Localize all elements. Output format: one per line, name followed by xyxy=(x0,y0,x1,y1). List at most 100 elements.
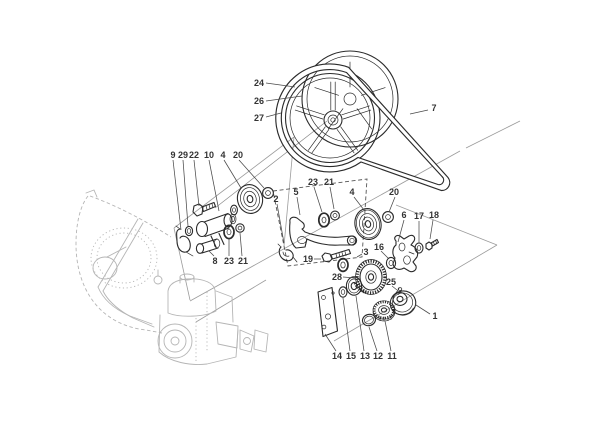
idler-pulley-4-left xyxy=(236,184,264,214)
output-pulley-1 xyxy=(389,290,417,316)
part-label-28: 28 xyxy=(332,272,342,282)
leader-line-5 xyxy=(296,196,301,216)
nut-21-centre xyxy=(330,210,340,221)
part-label-21: 21 xyxy=(324,177,334,187)
leader-line-13 xyxy=(355,295,365,352)
leader-line-4 xyxy=(353,196,365,211)
leader-line-26 xyxy=(265,95,303,102)
crown-gear-28 xyxy=(353,259,387,295)
part-label-27: 27 xyxy=(254,113,264,123)
part-label-26: 26 xyxy=(254,96,264,106)
leader-line-16 xyxy=(380,250,389,259)
part-label-9: 9 xyxy=(170,150,175,160)
washer-small-left xyxy=(230,204,238,216)
washer-15 xyxy=(338,286,348,298)
bolt-18 xyxy=(425,238,440,251)
leader-line-20 xyxy=(238,159,265,189)
tensioner-arm-10 xyxy=(195,212,237,248)
leader-line-11 xyxy=(384,320,392,352)
detail-box xyxy=(272,178,368,267)
part-label-20: 20 xyxy=(389,187,399,197)
centre-parts xyxy=(317,208,440,273)
part-label-4: 4 xyxy=(349,187,354,197)
leader-line-24 xyxy=(265,82,296,88)
idler-pulley-4-right xyxy=(354,208,382,240)
part-label-12: 12 xyxy=(373,351,383,361)
part-label-13: 13 xyxy=(360,351,370,361)
part-label-11: 11 xyxy=(387,351,397,361)
part-label-23: 23 xyxy=(224,256,234,266)
spring-9 xyxy=(176,228,191,253)
part-label-29: 29 xyxy=(178,150,188,160)
part-label-21: 21 xyxy=(238,256,248,266)
snap-ring-12 xyxy=(361,313,377,327)
nut-20-right xyxy=(382,211,394,223)
leader-line-18 xyxy=(429,219,434,240)
part-label-6: 6 xyxy=(401,210,406,220)
leader-line-21 xyxy=(239,232,243,257)
part-label-15: 15 xyxy=(346,351,356,361)
part-label-18: 18 xyxy=(429,210,439,220)
part-label-23: 23 xyxy=(308,177,318,187)
leader-line-1 xyxy=(415,304,431,315)
part-label-8: 8 xyxy=(212,256,217,266)
tensioner-arm-assembly xyxy=(175,184,298,263)
v-belt xyxy=(275,63,451,192)
gear-cluster xyxy=(317,259,417,338)
leader-line-8 xyxy=(208,250,215,257)
part-label-16: 16 xyxy=(374,242,384,252)
leader-line-3 xyxy=(356,253,363,258)
nut-20-left xyxy=(262,187,274,199)
washer-17 xyxy=(414,242,424,254)
leader-line-23 xyxy=(313,186,323,213)
leader-line-20 xyxy=(388,196,396,213)
part-label-4: 4 xyxy=(220,150,225,160)
washer-29 xyxy=(184,225,194,237)
mount-plate-14 xyxy=(317,286,339,338)
spring-9-hooks xyxy=(175,225,194,257)
part-label-17: 17 xyxy=(414,211,424,221)
leader-line-22 xyxy=(193,159,200,207)
part-label-22: 22 xyxy=(189,150,199,160)
leader-line-29 xyxy=(182,159,189,227)
leader-line-6 xyxy=(397,219,405,243)
bearing-13 xyxy=(345,276,363,296)
leader-line-7 xyxy=(409,109,429,115)
leader-line-12 xyxy=(368,326,378,352)
mount-bracket-6 xyxy=(392,234,419,273)
part-label-2: 2 xyxy=(273,194,278,204)
leader-line-2 xyxy=(276,203,285,244)
leader-line-21 xyxy=(329,186,335,210)
wheel-hub xyxy=(323,110,343,130)
part-label-5: 5 xyxy=(293,187,298,197)
washer-23-centre xyxy=(317,212,331,228)
spline-gear-11 xyxy=(372,300,396,322)
leader-line-25 xyxy=(391,285,398,291)
pivot-tube-8 xyxy=(195,238,221,254)
leader-line-9 xyxy=(172,159,182,231)
leader-line-10 xyxy=(208,159,220,212)
part-label-20: 20 xyxy=(233,150,243,160)
axis-line xyxy=(214,120,328,209)
bolt-22 xyxy=(192,201,217,217)
part-label-19: 19 xyxy=(303,254,313,264)
part-label-24: 24 xyxy=(254,78,264,88)
leader-line-4 xyxy=(223,159,242,189)
part-label-10: 10 xyxy=(204,150,214,160)
part-label-1: 1 xyxy=(432,311,437,321)
nut-21-left xyxy=(235,223,245,233)
washer-23-left xyxy=(223,224,235,240)
spring-2 xyxy=(277,243,298,263)
bushing-washer xyxy=(337,257,349,273)
front-spokes xyxy=(294,81,372,154)
part-label-7: 7 xyxy=(431,103,436,113)
leader-line-28 xyxy=(342,276,356,279)
leader-line-27 xyxy=(265,112,282,118)
bolt-19 xyxy=(321,248,352,263)
leader-line-14 xyxy=(324,333,337,352)
leader-line-15 xyxy=(342,297,351,352)
bracket-assembly xyxy=(289,216,358,263)
